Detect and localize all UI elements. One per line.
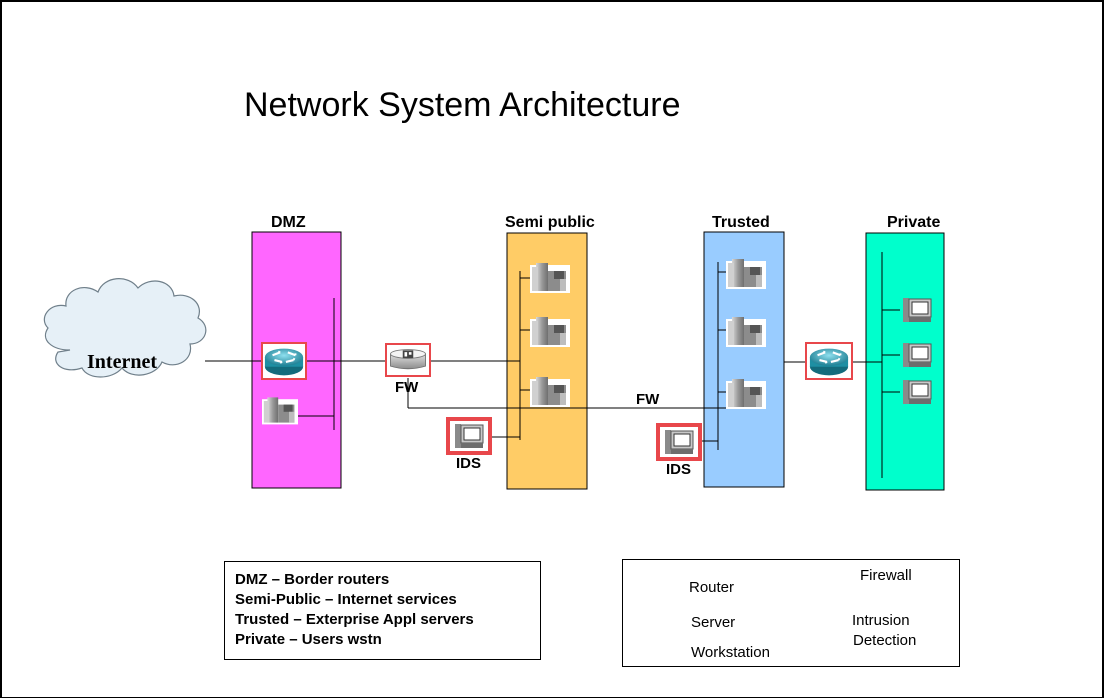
server-icon [726,317,766,347]
zone-label-private: Private [887,214,941,231]
ids-icon [454,423,484,449]
workstation-icon [902,379,932,405]
server-icon [726,259,766,289]
ids-label: IDS [666,461,692,478]
server-icon [530,377,570,407]
page-title: Network System Architecture [244,86,681,124]
router-icon [808,347,850,377]
legend-server-label: Server [691,614,736,631]
fw-label: FW [636,391,660,408]
description-line: Trusted – Exterprise Appl servers [235,611,474,628]
workstation-icon [902,342,932,368]
router-icon [263,347,305,377]
zone-label-semi-public: Semi public [505,214,595,231]
description-line: Private – Users wstn [235,631,382,648]
legend-box: Router Firewall Server Intrusion Detecti… [622,559,960,667]
fw-label: FW [395,379,419,396]
zone-label-dmz: DMZ [271,214,306,231]
legend-workstation-label: Workstation [691,644,770,661]
server-icon [530,317,570,347]
zone-description-box: DMZ – Border routers Semi-Public – Inter… [224,561,541,660]
ids-label: IDS [456,455,482,472]
cloud-icon [43,278,207,378]
firewall-icon [390,349,426,370]
network-links [205,252,900,478]
ids-icon [664,429,694,455]
legend-router-label: Router [689,579,735,596]
server-icon [726,379,766,409]
description-line: DMZ – Border routers [235,571,390,588]
workstation-icon [902,297,932,323]
internet-label: Internet [87,351,157,373]
legend-ids-label-2: Detection [853,632,917,649]
server-icon [530,263,570,293]
legend-ids-label-1: Intrusion [852,612,910,629]
server-icon [262,397,298,425]
zone-label-trusted: Trusted [712,214,770,231]
legend-firewall-label: Firewall [860,567,912,584]
description-line: Semi-Public – Internet services [235,591,457,608]
